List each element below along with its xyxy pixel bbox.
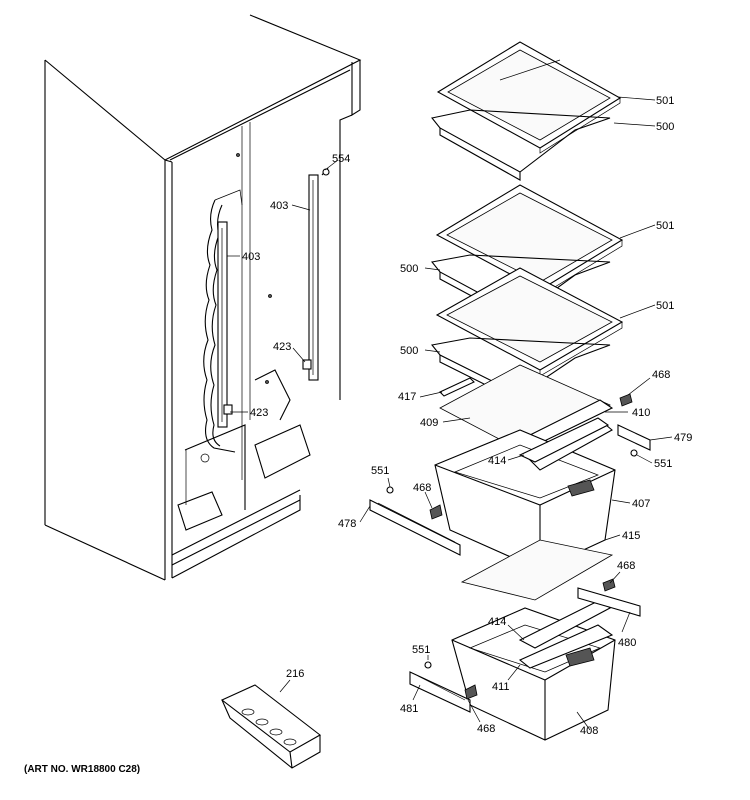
leader-lines (227, 96, 673, 731)
callout-410: 410 (632, 407, 650, 419)
callout-551-upper-left: 551 (371, 465, 389, 477)
art-number: (ART NO. WR18800 C28) (24, 764, 141, 775)
pan-cover-frame-411 (518, 624, 614, 669)
callout-labels: 501 500 501 500 501 500 554 403 403 423 … (242, 95, 692, 737)
clip-468-lower-left (464, 684, 478, 700)
callout-216: 216 (286, 668, 304, 680)
callout-468-upper-right: 468 (652, 369, 670, 381)
pan-cover-glass-415 (460, 539, 614, 601)
clip-468-lower-right (602, 578, 616, 592)
clip-423-lower (223, 404, 233, 415)
trim-strip-417 (439, 377, 475, 397)
glass-shelf-top (436, 41, 622, 154)
callout-478: 478 (338, 518, 356, 530)
callout-414-lower: 414 (488, 616, 506, 628)
callout-403-right: 403 (270, 200, 288, 212)
door-bin-216 (220, 684, 321, 769)
clip-468-upper-left (429, 504, 443, 520)
callout-481: 481 (400, 703, 418, 715)
shelf-rail-left (217, 221, 228, 428)
callout-468-upper-left: 468 (413, 482, 431, 494)
callout-551-upper-right: 551 (654, 458, 672, 470)
crisper-pan-upper (434, 419, 616, 571)
pan-cover-glass-409 (439, 364, 611, 451)
callout-417: 417 (398, 391, 416, 403)
pan-handle-upper (518, 417, 610, 463)
callout-423-lower: 423 (250, 407, 268, 419)
callout-468-lower-left: 468 (477, 723, 495, 735)
clip-423-upper (302, 359, 312, 370)
callout-500-lower: 500 (400, 345, 418, 357)
callout-554: 554 (332, 153, 350, 165)
callout-551-lower: 551 (412, 644, 430, 656)
callout-411: 411 (492, 681, 510, 693)
callout-480: 480 (618, 637, 636, 649)
glass-shelf-lower (435, 267, 624, 377)
screw-551-upper-right (630, 449, 638, 457)
callout-500-top: 500 (656, 121, 674, 133)
callout-415: 415 (622, 530, 640, 542)
slide-rail-478 (369, 499, 461, 556)
callout-403-left: 403 (242, 251, 260, 263)
callout-501-lower: 501 (656, 300, 674, 312)
callout-479: 479 (674, 432, 692, 444)
callout-468-lower-right: 468 (617, 560, 635, 572)
clip-468-upper-right (619, 393, 633, 407)
screw-554 (321, 167, 330, 176)
slide-rail-480 (577, 587, 641, 617)
callout-501-middle: 501 (656, 220, 674, 232)
slide-rail-479 (617, 424, 651, 451)
shelf-rail-right (308, 174, 319, 381)
screw-551-lower (424, 661, 432, 669)
callout-501-top: 501 (656, 95, 674, 107)
screw-551-upper-left (386, 486, 394, 494)
callout-414-upper: 414 (488, 455, 506, 467)
slide-rail-481 (409, 671, 471, 713)
callout-423-upper: 423 (273, 341, 291, 353)
callout-407: 407 (632, 498, 650, 510)
callout-409: 409 (420, 417, 438, 429)
pan-handle-lower (518, 599, 611, 649)
shelf-frame-top (431, 109, 611, 181)
callout-408: 408 (580, 725, 598, 737)
callout-500-middle: 500 (400, 263, 418, 275)
